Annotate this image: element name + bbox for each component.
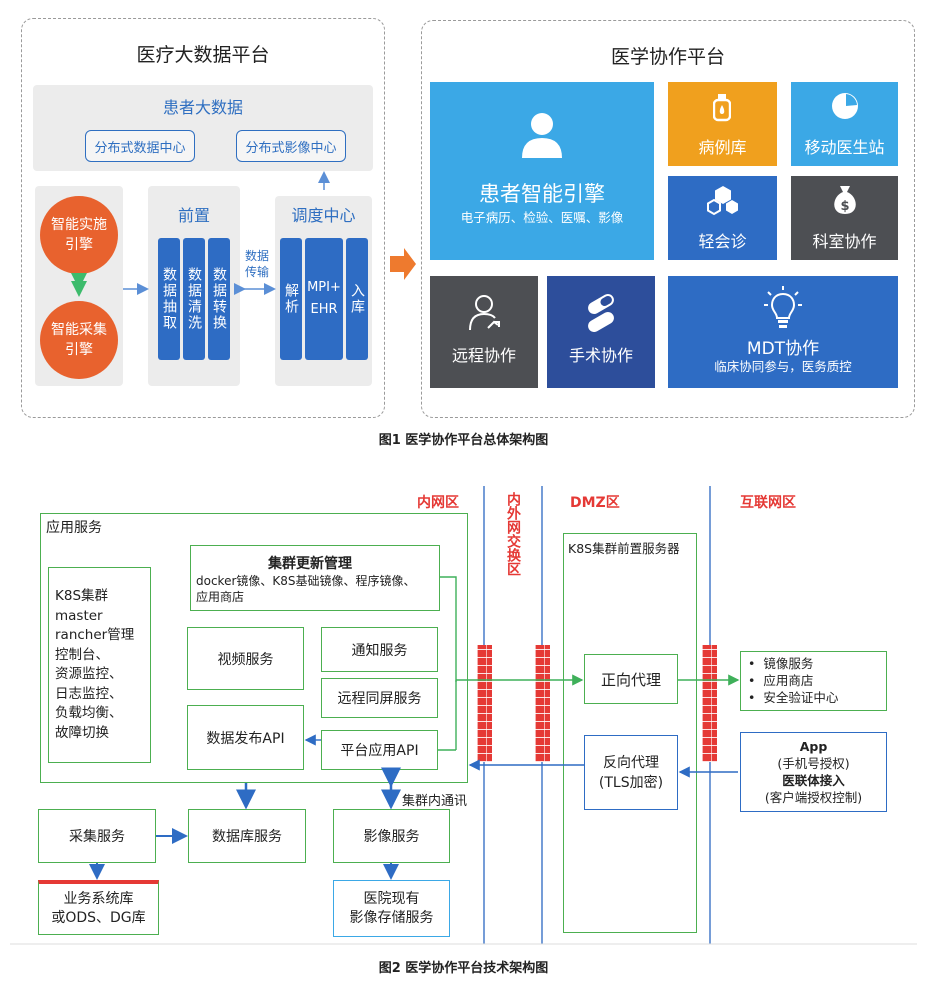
mdt-tile[interactable]: MDT协作 临床协同参与，医务质控 [668, 276, 898, 388]
surgery-collab-tile[interactable]: 手术协作 [547, 276, 655, 388]
fig2-connectors [89, 576, 740, 880]
mobile-station-label: 移动医生站 [804, 138, 885, 157]
k8s-front-server-title: K8S集群前置服务器 [568, 541, 680, 556]
case-library-label: 病例库 [698, 138, 747, 157]
dist-data-center: 分布式数据中心 [85, 130, 195, 162]
light-consult-tile[interactable]: 轻会诊 [668, 176, 777, 260]
k8s-master-text: K8S集群 master rancher管理 控制台、 资源监控、 日志监控、 … [55, 588, 135, 741]
remote-collab-tile[interactable]: 远程协作 [430, 276, 538, 388]
remote-collab-label: 远程协作 [451, 346, 516, 365]
front-col-convert: 数据转换 [208, 238, 230, 360]
notify-service[interactable]: 通知服务 [321, 627, 438, 672]
fig1-caption: 图1 医学协作平台总体架构图 [378, 432, 549, 448]
app-services-title: 应用服务 [46, 520, 102, 536]
mdt-sub: 临床协同参与，医务质控 [714, 358, 852, 374]
fig1-connectors [71, 171, 416, 297]
transfer-label: 数据 传输 [244, 249, 269, 279]
video-service[interactable]: 视频服务 [187, 627, 304, 690]
dept-collab-label: 科室协作 [812, 232, 877, 251]
hexagon-cluster-icon [707, 186, 738, 216]
front-col-extract: 数据抽取 [158, 238, 180, 360]
update-route [440, 576, 457, 682]
firewall-2 [535, 645, 550, 762]
remote-user-icon [469, 295, 500, 331]
patient-engine-label: 患者智能引擎 [479, 182, 605, 206]
reverse-proxy[interactable]: 反向代理 (TLS加密) [584, 735, 678, 810]
smart-collect-engine: 智能采集 引擎 [40, 301, 118, 379]
patient-user-icon [522, 113, 562, 158]
collect-service[interactable]: 采集服务 [38, 809, 156, 863]
money-bag-icon: $ [834, 186, 856, 214]
firewall-1 [477, 645, 492, 762]
cluster-update-box[interactable] [190, 545, 440, 611]
case-library-tile[interactable]: 病例库 [668, 82, 777, 166]
cluster-update-sub2: 应用商店 [196, 590, 245, 604]
zone-internet: 互联网区 [740, 495, 796, 511]
mobile-station-tile[interactable]: 移动医生站 [791, 82, 898, 166]
bottle-icon [713, 94, 731, 122]
mdt-label: MDT协作 [746, 338, 820, 359]
zone-intranet: 内网区 [417, 495, 459, 511]
patient-engine-sub: 电子病历、检验、医嘱、影像 [460, 209, 624, 225]
firewall-3 [702, 645, 717, 762]
k8s-master-box [48, 567, 151, 763]
fig2-caption: 图2 医学协作平台技术架构图 [378, 960, 549, 976]
forward-proxy[interactable]: 正向代理 [584, 654, 678, 704]
dispatch-col-parse: 解析 [280, 238, 302, 360]
patient-engine-tile[interactable]: 患者智能引擎 电子病历、检验、医嘱、影像 [430, 82, 654, 260]
front-col-clean: 数据清洗 [183, 238, 205, 360]
cluster-update-title: 集群更新管理 [268, 556, 352, 572]
platform-app-api[interactable]: 平台应用API [321, 730, 438, 770]
remote-screen-service[interactable]: 远程同屏服务 [321, 678, 438, 718]
pill-capsule-icon [588, 294, 614, 332]
app-client-box[interactable]: App (手机号授权) 医联体接入 (客户端授权控制) [740, 732, 887, 812]
business-db-box[interactable]: 业务系统库 或ODS、DG库 [38, 880, 159, 935]
pie-chart-icon [832, 93, 858, 119]
dist-image-center: 分布式影像中心 [236, 130, 346, 162]
lightbulb-icon [764, 286, 802, 328]
big-data-platform-title: 医疗大数据平台 [136, 43, 270, 66]
big-orange-arrow [390, 248, 416, 280]
cluster-update-sub1: docker镜像、K8S基础镜像、程序镜像、 [196, 574, 416, 588]
surgery-collab-label: 手术协作 [568, 346, 633, 365]
internet-services-list: • 镜像服务 • 应用商店 • 安全验证中心 [748, 655, 884, 709]
dispatch-col-store: 入库 [346, 238, 368, 360]
zone-dmz: DMZ区 [570, 495, 620, 511]
smart-impl-engine: 智能实施 引擎 [40, 196, 118, 274]
zone-exchange: 内外网交换区 [505, 492, 521, 576]
internet-services-box[interactable] [740, 651, 887, 711]
cluster-comm-label: 集群内通讯 [402, 794, 468, 809]
image-service[interactable]: 影像服务 [333, 809, 450, 863]
database-service[interactable]: 数据库服务 [188, 809, 306, 863]
patient-bigdata-title: 患者大数据 [162, 98, 243, 117]
hospital-image-storage[interactable]: 医院现有 影像存储服务 [333, 880, 450, 937]
dispatch-title: 调度中心 [291, 206, 356, 225]
data-publish-api[interactable]: 数据发布API [187, 705, 304, 770]
list-item: • 镜像服务 [748, 656, 814, 671]
collab-platform-title: 医学协作平台 [610, 45, 725, 68]
dept-collab-tile[interactable]: $ 科室协作 [791, 176, 898, 260]
k8s-front-server-box [563, 533, 697, 933]
svg-text:$: $ [840, 199, 849, 214]
list-item: • 安全验证中心 [748, 690, 839, 705]
light-consult-label: 轻会诊 [698, 232, 747, 251]
front-title: 前置 [177, 206, 210, 225]
list-item: • 应用商店 [748, 673, 814, 688]
dispatch-col-mpi: MPI+EHR [305, 238, 343, 360]
